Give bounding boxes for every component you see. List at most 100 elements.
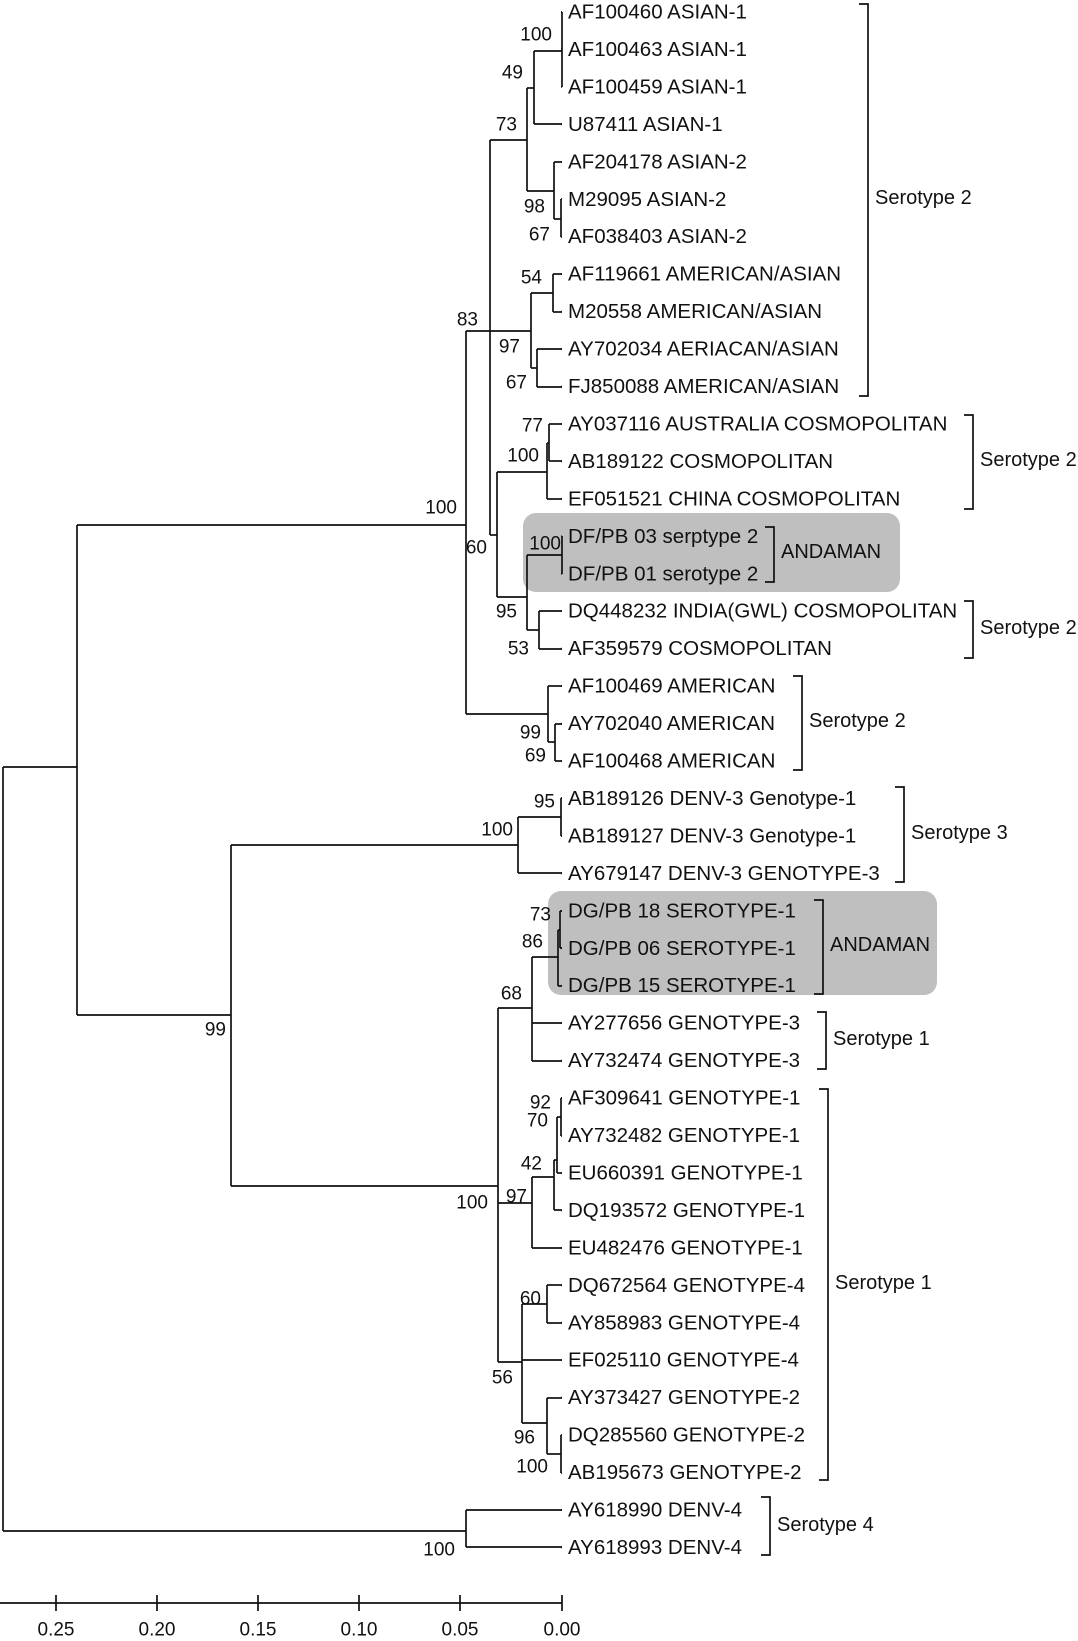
clade-label: Serotype 2 (980, 617, 1077, 639)
bootstrap-value: 95 (534, 792, 555, 813)
scale-tick-label: 0.15 (240, 1620, 277, 1641)
scale-tick-label: 0.25 (38, 1620, 75, 1641)
clade-bracket (793, 675, 803, 771)
leaf-label: M29095 ASIAN-2 (568, 188, 726, 211)
clade-bracket (964, 600, 974, 659)
leaf-label: DG/PB 15 SEROTYPE-1 (568, 974, 796, 997)
leaf-label: EU482476 GENOTYPE-1 (568, 1236, 803, 1259)
bootstrap-value: 60 (520, 1289, 541, 1310)
leaf-label: DQ285560 GENOTYPE-2 (568, 1424, 805, 1447)
leaf-label: AB189127 DENV-3 Genotype-1 (568, 824, 856, 847)
bootstrap-value: 97 (506, 1187, 527, 1208)
clade-label: ANDAMAN (830, 934, 930, 956)
clade-bracket (895, 786, 905, 883)
leaf-label: AY373427 GENOTYPE-2 (568, 1386, 800, 1409)
leaf-label: AY618993 DENV-4 (568, 1536, 742, 1559)
bootstrap-value: 86 (522, 932, 543, 953)
bootstrap-value: 67 (529, 225, 550, 246)
leaf-label: EF051521 CHINA COSMOPOLITAN (568, 487, 900, 510)
clade-label: Serotype 1 (835, 1272, 932, 1294)
clade-label: Serotype 4 (777, 1514, 874, 1536)
leaf-label: AY702034 AERIACAN/ASIAN (568, 338, 839, 361)
leaf-label: AF100460 ASIAN-1 (568, 1, 747, 24)
leaf-label: AB189122 COSMOPOLITAN (568, 450, 833, 473)
clade-label: Serotype 2 (809, 710, 906, 732)
bootstrap-value: 83 (457, 310, 478, 331)
leaf-label: AY732482 GENOTYPE-1 (568, 1124, 800, 1147)
bootstrap-value: 92 (530, 1093, 551, 1114)
leaf-label: AB189126 DENV-3 Genotype-1 (568, 787, 856, 810)
leaf-label: DF/PB 03 serptype 2 (568, 525, 758, 548)
leaf-label: AY858983 GENOTYPE-4 (568, 1311, 800, 1334)
bootstrap-value: 54 (521, 268, 543, 289)
scale-tick-label: 0.20 (139, 1620, 176, 1641)
clade-bracket (814, 899, 824, 995)
leaf-label: DG/PB 18 SEROTYPE-1 (568, 899, 796, 922)
scale-tick-label: 0.10 (341, 1620, 378, 1641)
clade-bracket (859, 3, 869, 397)
clade-bracket (761, 1496, 771, 1556)
bootstrap-value: 67 (506, 373, 527, 394)
bootstrap-value: 100 (423, 1540, 455, 1561)
leaf-label: AB195673 GENOTYPE-2 (568, 1461, 802, 1484)
leaf-label: AY037116 AUSTRALIA COSMOPOLITAN (568, 412, 947, 435)
andaman-highlight-box (548, 891, 937, 995)
leaf-label: AY732474 GENOTYPE-3 (568, 1049, 800, 1072)
bootstrap-value: 49 (502, 63, 523, 84)
bootstrap-value: 42 (521, 1154, 542, 1175)
clade-label: Serotype 2 (980, 449, 1077, 471)
bootstrap-value: 73 (530, 905, 551, 926)
bootstrap-value: 97 (499, 337, 520, 358)
clade-bracket (819, 1088, 829, 1481)
bootstrap-value: 69 (525, 746, 546, 767)
leaf-label: AY679147 DENV-3 GENOTYPE-3 (568, 862, 880, 885)
leaf-label: AY702040 AMERICAN (568, 712, 775, 735)
bootstrap-value: 73 (496, 115, 517, 136)
bootstrap-value: 100 (507, 446, 539, 467)
bootstrap-value: 100 (456, 1193, 488, 1214)
bootstrap-value: 100 (516, 1457, 548, 1478)
leaf-label: U87411 ASIAN-1 (568, 113, 723, 136)
leaf-label: AY277656 GENOTYPE-3 (568, 1012, 800, 1035)
leaf-label: AF100469 AMERICAN (568, 675, 775, 698)
bootstrap-value: 100 (481, 820, 513, 841)
leaf-label: DQ193572 GENOTYPE-1 (568, 1199, 805, 1222)
bootstrap-value: 77 (522, 416, 543, 437)
andaman-highlight-box (523, 513, 900, 592)
scale-tick-label: 0.05 (442, 1620, 479, 1641)
bootstrap-value: 53 (508, 639, 529, 660)
clade-bracket (817, 1011, 827, 1070)
leaf-label: AF100468 AMERICAN (568, 750, 775, 773)
bootstrap-value: 68 (501, 984, 522, 1005)
bootstrap-value: 99 (520, 723, 541, 744)
bootstrap-value: 96 (514, 1428, 535, 1449)
clade-bracket (964, 414, 974, 510)
leaf-label: EU660391 GENOTYPE-1 (568, 1161, 803, 1184)
leaf-label: DF/PB 01 serotype 2 (568, 562, 758, 585)
bootstrap-value: 95 (496, 602, 517, 623)
leaf-label: DQ672564 GENOTYPE-4 (568, 1274, 805, 1297)
bootstrap-value: 98 (524, 197, 545, 218)
scale-tick-label: 0.00 (544, 1620, 581, 1641)
bootstrap-value: 56 (492, 1368, 513, 1389)
leaf-label: AF100463 ASIAN-1 (568, 38, 747, 61)
leaf-label: AF038403 ASIAN-2 (568, 225, 747, 248)
clade-label: Serotype 1 (833, 1028, 930, 1050)
bootstrap-value: 100 (425, 498, 457, 519)
leaf-label: DG/PB 06 SEROTYPE-1 (568, 937, 796, 960)
leaf-label: DQ448232 INDIA(GWL) COSMOPOLITAN (568, 600, 957, 623)
clade-label: Serotype 3 (911, 822, 1008, 844)
bootstrap-value: 100 (529, 534, 561, 555)
bootstrap-value: 99 (205, 1020, 226, 1041)
bootstrap-value: 70 (527, 1111, 548, 1132)
clade-label: ANDAMAN (781, 541, 881, 563)
leaf-label: EF025110 GENOTYPE-4 (568, 1349, 799, 1372)
clade-bracket (765, 526, 775, 583)
leaf-label: FJ850088 AMERICAN/ASIAN (568, 375, 839, 398)
bootstrap-value: 60 (466, 538, 487, 559)
bootstrap-value: 100 (520, 25, 552, 46)
leaf-label: AF359579 COSMOPOLITAN (568, 637, 832, 660)
leaf-label: AF204178 ASIAN-2 (568, 150, 747, 173)
leaf-label: M20558 AMERICAN/ASIAN (568, 300, 822, 323)
